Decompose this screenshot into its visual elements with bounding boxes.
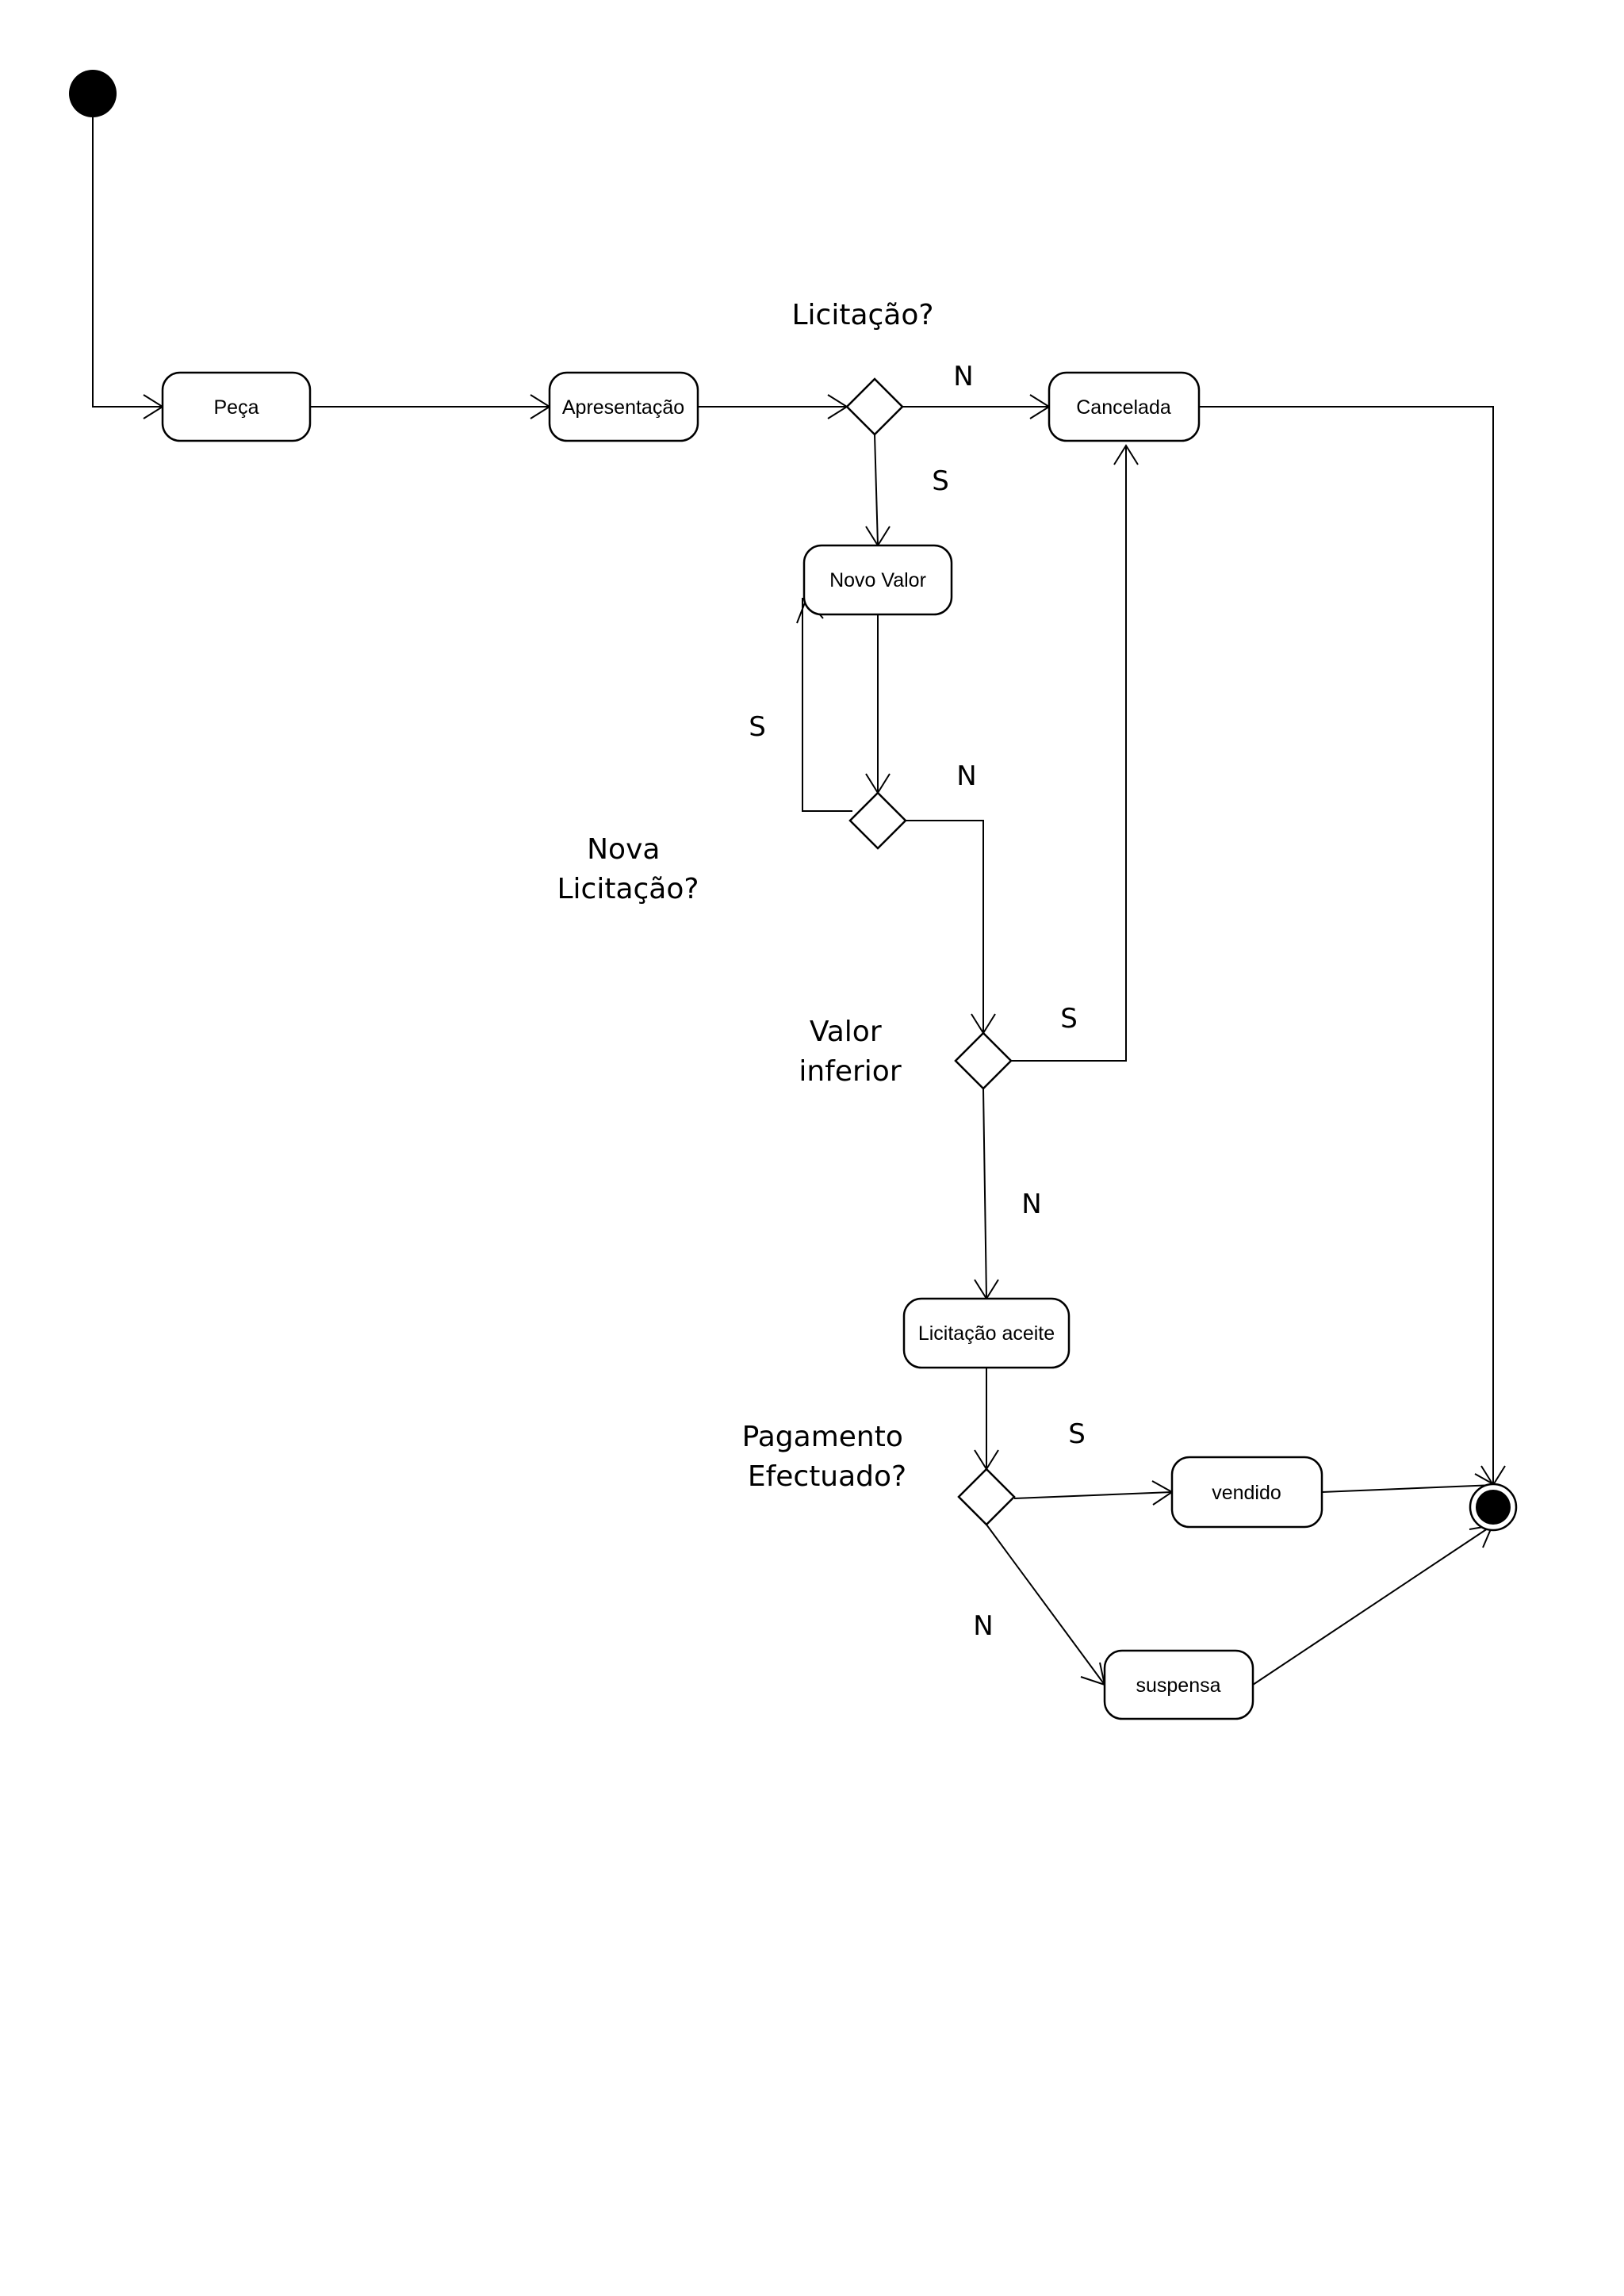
edge-licitacao-yes bbox=[874, 434, 879, 546]
decision-nova-licitacao-line2: Licitação? bbox=[557, 873, 699, 905]
decision-pagamento-line2: Efectuado? bbox=[748, 1460, 906, 1493]
edge-pagamento-yes bbox=[1013, 1491, 1173, 1499]
guard-nova-licitacao-yes: S bbox=[749, 711, 766, 743]
edge-nova-licitacao-no bbox=[906, 820, 984, 1033]
decision-pagamento bbox=[957, 1468, 1016, 1526]
decision-valor-inferior-line1: Valor bbox=[810, 1016, 882, 1048]
state-novo-valor: Novo Valor bbox=[802, 544, 953, 616]
edge-nova-licitacao-yes bbox=[802, 598, 852, 812]
decision-valor-inferior-label: Valor inferior bbox=[799, 1016, 901, 1088]
edge-suspensa-to-end bbox=[1252, 1525, 1493, 1686]
edge-pagamento-no bbox=[986, 1524, 1105, 1686]
state-cancelada: Cancelada bbox=[1048, 371, 1201, 442]
state-novo-valor-label: Novo Valor bbox=[829, 569, 926, 591]
guard-pagamento-yes: S bbox=[1068, 1418, 1086, 1450]
state-vendido-label: vendido bbox=[1212, 1482, 1281, 1504]
state-suspensa-label: suspensa bbox=[1136, 1674, 1220, 1697]
decision-nova-licitacao bbox=[848, 791, 907, 850]
state-licitacao-aceite: Licitação aceite bbox=[902, 1297, 1071, 1369]
edge-valor-inferior-no bbox=[982, 1088, 987, 1299]
decision-pagamento-label: Pagamento Efectuado? bbox=[742, 1421, 913, 1493]
guard-licitacao-yes: S bbox=[932, 465, 949, 497]
decision-licitacao bbox=[845, 377, 904, 436]
guard-licitacao-no: N bbox=[953, 361, 973, 392]
decision-nova-licitacao-label: Nova Licitação? bbox=[557, 833, 699, 905]
start-node bbox=[69, 70, 117, 117]
state-apresentacao-label: Apresentação bbox=[562, 396, 684, 419]
guard-pagamento-no: N bbox=[973, 1610, 993, 1642]
state-licitacao-aceite-label: Licitação aceite bbox=[918, 1322, 1055, 1345]
state-cancelada-label: Cancelada bbox=[1076, 396, 1171, 419]
edge-vendido-to-end bbox=[1321, 1484, 1496, 1493]
decision-nova-licitacao-line1: Nova bbox=[587, 833, 660, 866]
decision-pagamento-line1: Pagamento bbox=[742, 1421, 903, 1453]
state-peca-label: Peça bbox=[214, 396, 259, 419]
decision-valor-inferior bbox=[954, 1031, 1013, 1090]
end-node bbox=[1469, 1483, 1518, 1532]
state-apresentacao: Apresentação bbox=[548, 371, 699, 442]
guard-valor-inferior-yes: S bbox=[1060, 1003, 1078, 1035]
edge-valor-inferior-yes bbox=[1011, 446, 1127, 1062]
state-suspensa: suspensa bbox=[1103, 1649, 1254, 1720]
edge-cancelada-to-end bbox=[1199, 406, 1494, 1485]
edge-start-to-peca bbox=[92, 117, 163, 408]
state-vendido: vendido bbox=[1170, 1456, 1323, 1529]
state-peca: Peça bbox=[161, 371, 312, 442]
decision-valor-inferior-line2: inferior bbox=[799, 1055, 901, 1088]
arrowhead bbox=[1113, 444, 1139, 465]
arrowhead bbox=[1080, 1662, 1106, 1686]
guard-valor-inferior-no: N bbox=[1021, 1188, 1041, 1220]
decision-licitacao-label: Licitação? bbox=[791, 299, 933, 331]
guard-nova-licitacao-no: N bbox=[956, 760, 976, 792]
